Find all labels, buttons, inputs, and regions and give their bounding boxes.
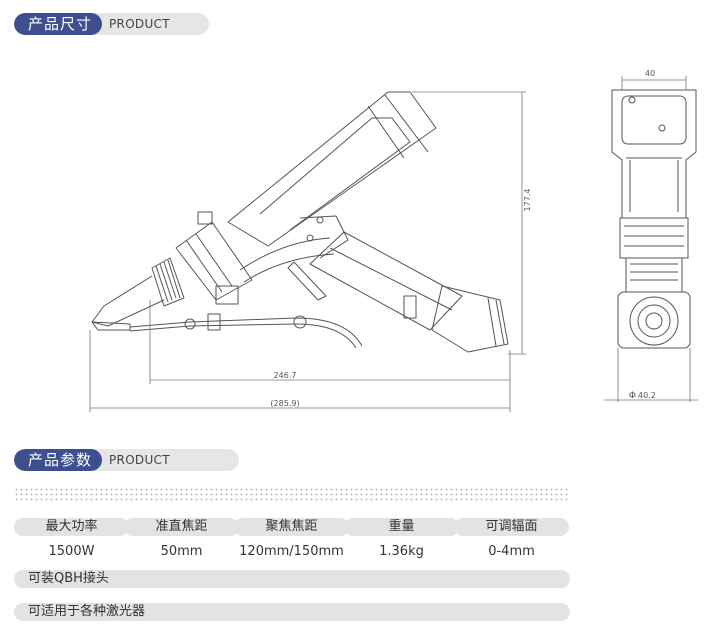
section-title-en: PRODUCT SIZE xyxy=(91,13,210,35)
dim-height: 177.4 xyxy=(523,189,532,212)
spec-focus-focal: 聚焦焦距 120mm/150mm xyxy=(234,518,349,559)
spec-label: 重量 xyxy=(344,518,459,536)
wire-feed xyxy=(129,313,363,349)
spec-value: 1.36kg xyxy=(379,544,424,559)
spec-label: 可调辐面 xyxy=(454,518,569,536)
dimension-lines xyxy=(89,91,526,412)
spec-value: 120mm/150mm xyxy=(239,544,344,559)
spec-adjustable-range: 可调辐面 0-4mm xyxy=(454,518,569,559)
dim-width-top: 40 xyxy=(645,69,655,78)
section-title-cn: 产品尺寸 xyxy=(14,13,103,35)
side-view xyxy=(604,76,698,402)
grip xyxy=(287,231,463,331)
section-header-size: 产品尺寸 PRODUCT SIZE xyxy=(14,13,210,35)
spec-value: 0-4mm xyxy=(488,544,535,559)
rear-housing xyxy=(227,91,437,247)
spec-label: 准直焦距 xyxy=(124,518,239,536)
spec-value: 1500W xyxy=(48,544,95,559)
section-title-en: PRODUCT FEATURES xyxy=(91,449,240,471)
spec-max-power: 最大功率 1500W xyxy=(14,518,129,559)
focus-ring xyxy=(151,257,185,307)
dim-length-total: (285.9) xyxy=(270,399,299,408)
dim-length-inner: 246.7 xyxy=(274,371,297,380)
neck xyxy=(239,215,349,283)
spec-value: 50mm xyxy=(160,544,203,559)
dim-diameter: 40.2 xyxy=(638,391,656,400)
spec-label: 聚焦焦距 xyxy=(234,518,349,536)
spec-label: 最大功率 xyxy=(14,518,129,536)
spec-weight: 重量 1.36kg xyxy=(344,518,459,559)
spec-collimator-focal: 准直焦距 50mm xyxy=(124,518,239,559)
section-title-cn: 产品参数 xyxy=(14,449,103,471)
diameter-symbol: Φ xyxy=(629,391,636,401)
head-block xyxy=(175,211,253,305)
technical-drawing: 177.4 246.7 (285.9) 40 Φ 40.2 xyxy=(89,69,698,412)
rear-cap xyxy=(431,285,509,353)
nozzle xyxy=(91,275,165,331)
dotted-divider xyxy=(14,487,570,501)
note-qbh: 可装QBH接头 xyxy=(14,570,570,588)
section-header-features: 产品参数 PRODUCT FEATURES xyxy=(14,449,240,471)
note-lasers: 可适用于各种激光器 xyxy=(14,603,570,621)
